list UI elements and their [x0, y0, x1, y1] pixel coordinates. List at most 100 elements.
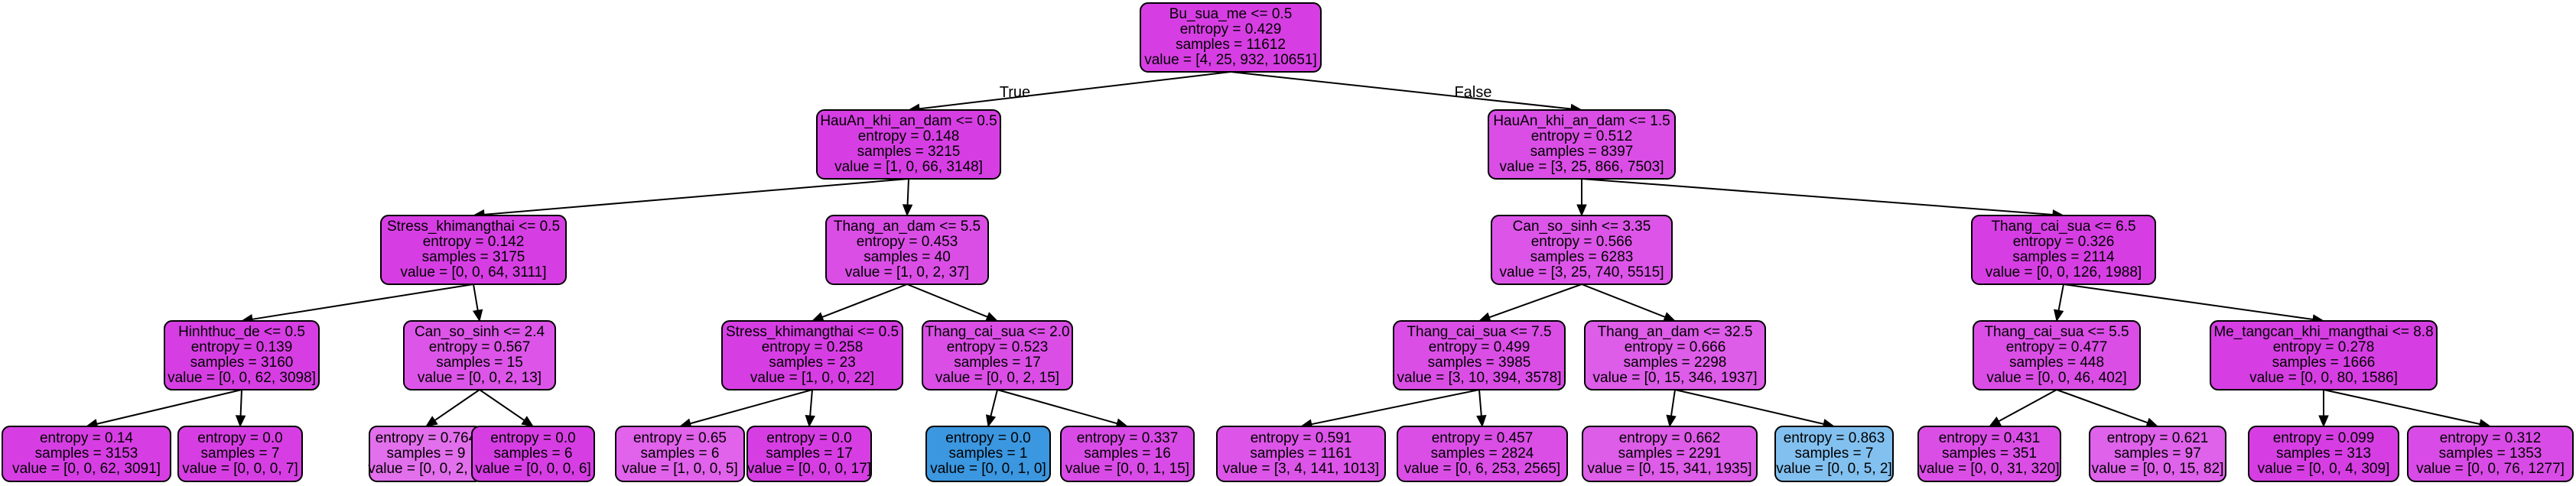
edge-line	[1488, 284, 1582, 319]
node-text-line: entropy = 0.0	[766, 430, 851, 446]
node-text-line: samples = 351	[1942, 446, 2037, 462]
node-text-line: value = [0, 0, 46, 402]	[1986, 370, 2126, 386]
node-text-line: HauAn_khi_an_dam <= 0.5	[820, 113, 997, 129]
node-text-line: Thang_cai_sua <= 7.5	[1407, 324, 1551, 340]
node-text-line: entropy = 0.278	[2273, 339, 2375, 355]
tree-edge	[472, 284, 483, 322]
node-box	[2248, 426, 2399, 482]
node-text-line: samples = 3215	[857, 144, 961, 160]
node-text-line: entropy = 0.457	[1432, 430, 1534, 446]
tree-edge	[811, 284, 908, 322]
edge-line	[2063, 284, 2314, 321]
edge-line	[997, 389, 1117, 425]
node-text-line: entropy = 0.477	[2006, 339, 2108, 355]
tree-edge	[678, 389, 813, 429]
node-text-line: samples = 8397	[1530, 144, 1634, 160]
node-text-line: samples = 40	[864, 249, 951, 265]
node-text-line: value = [0, 0, 2, 15]	[935, 370, 1059, 386]
node-text-line: entropy = 0.099	[2273, 430, 2375, 446]
node-box	[2407, 426, 2574, 482]
edge-line	[809, 389, 813, 416]
edge-arrowhead	[472, 309, 483, 322]
edge-line	[483, 178, 909, 215]
edge-arrowhead	[1988, 416, 2002, 427]
node-text-line: HauAn_khi_an_dam <= 1.5	[1493, 113, 1670, 129]
tree-edge	[997, 389, 1129, 429]
node-text-line: value = [1, 0, 2, 37]	[845, 264, 969, 280]
node-text-line: samples = 313	[2276, 446, 2371, 462]
node-text-line: samples = 16	[1084, 446, 1171, 462]
edge-arrowhead	[1476, 414, 1487, 428]
node-text-line: entropy = 0.764	[376, 430, 477, 446]
edge-line	[252, 284, 474, 320]
edge-line	[990, 389, 998, 416]
edge-arrowhead	[424, 416, 438, 427]
node-text-line: value = [0, 0, 0, 6]	[475, 461, 591, 477]
node-text-line: entropy = 0.14	[40, 430, 133, 446]
node-text-line: value = [1, 0, 0, 22]	[750, 370, 874, 386]
tree-edge	[240, 284, 474, 325]
node-box	[2, 426, 171, 482]
false-branch-label: False	[1455, 84, 1492, 101]
node-text-line: Stress_khimangthai <= 0.5	[726, 324, 899, 340]
tree-edge	[2323, 389, 2492, 429]
edge-line	[1674, 389, 1824, 425]
node-text-line: samples = 15	[436, 355, 523, 371]
node-text-line: entropy = 0.429	[1180, 21, 1282, 37]
node-box	[1774, 426, 1894, 482]
node-text-line: Thang_cai_sua <= 5.5	[1984, 324, 2129, 340]
node-text-line: entropy = 0.567	[429, 339, 531, 355]
tree-edge	[985, 389, 998, 428]
node-text-line: entropy = 0.523	[947, 339, 1049, 355]
node-box	[164, 320, 320, 390]
node-text-line: Can_so_sinh <= 2.4	[415, 324, 545, 340]
edge-line	[919, 71, 1231, 110]
edge-line	[906, 284, 988, 318]
node-text-line: entropy = 0.431	[1939, 430, 2041, 446]
node-text-line: samples = 3160	[190, 355, 294, 371]
tree-edge	[472, 178, 909, 220]
node-text-line: samples = 1353	[2439, 446, 2542, 462]
node-text-line: samples = 6283	[1530, 249, 1634, 265]
node-text-line: value = [3, 25, 740, 5515]	[1500, 264, 1664, 280]
node-text-line: Thang_an_dam <= 32.5	[1598, 324, 1753, 340]
node-box	[615, 426, 745, 482]
node-text-line: samples = 1666	[2272, 355, 2376, 371]
node-box	[1973, 320, 2141, 390]
tree-edge	[424, 389, 480, 427]
edge-line	[239, 389, 242, 416]
edge-line	[2056, 389, 2148, 424]
node-text-line: value = [0, 0, 0, 7]	[182, 461, 298, 477]
tree-edge	[906, 284, 999, 322]
node-text-line: value = [0, 0, 80, 1586]	[2249, 370, 2398, 386]
node-box	[1582, 426, 1758, 482]
node-text-line: Can_so_sinh <= 3.35	[1513, 219, 1651, 235]
node-text-line: samples = 448	[2009, 355, 2104, 371]
edge-line	[906, 178, 909, 206]
tree-edge	[479, 389, 535, 427]
node-text-line: value = [0, 0, 62, 3098]	[168, 370, 316, 386]
edge-line	[2057, 284, 2064, 311]
tree-edge	[1230, 71, 1583, 115]
edge-arrowhead	[521, 416, 535, 427]
node-text-line: value = [0, 15, 341, 1935]	[1588, 461, 1752, 477]
edge-line	[1670, 389, 1676, 416]
edge-line	[96, 389, 242, 425]
tree-edge	[1478, 284, 1582, 322]
node-box	[1060, 426, 1195, 482]
node-text-line: entropy = 0.312	[2440, 430, 2542, 446]
node-box	[1584, 320, 1766, 390]
tree-edge	[2063, 284, 2325, 325]
node-text-line: samples = 7	[1795, 446, 1874, 462]
